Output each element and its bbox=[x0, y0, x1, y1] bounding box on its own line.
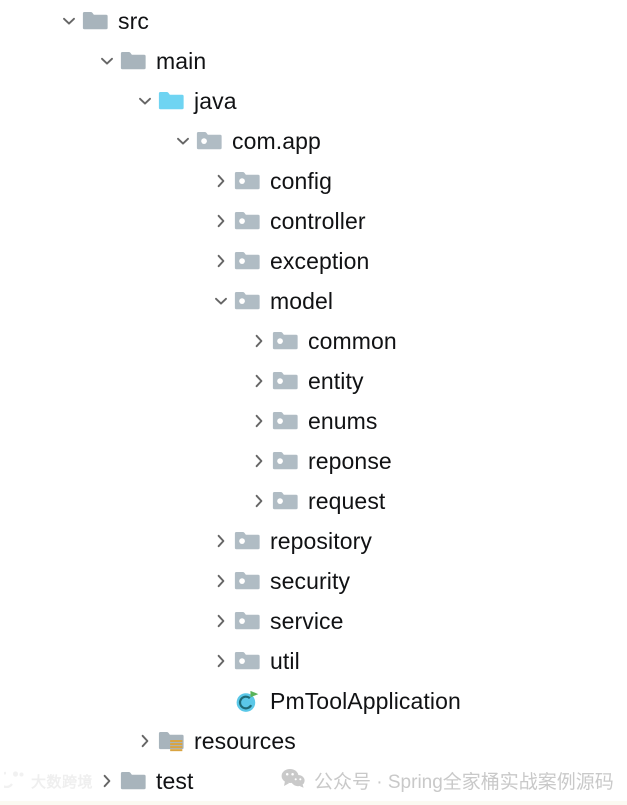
tree-row-src[interactable]: src bbox=[0, 1, 149, 41]
tree-row-label: PmToolApplication bbox=[270, 687, 461, 714]
tree-row-exception[interactable]: exception bbox=[0, 241, 369, 281]
chevron-right-icon[interactable] bbox=[208, 648, 234, 674]
tree-row-repository[interactable]: repository bbox=[0, 521, 372, 561]
tree-row-label: src bbox=[118, 7, 149, 34]
chevron-right-icon[interactable] bbox=[246, 328, 272, 354]
chevron-right-icon[interactable] bbox=[246, 448, 272, 474]
source-root-folder-icon bbox=[158, 88, 186, 114]
chevron-right-icon[interactable] bbox=[132, 728, 158, 754]
tree-row-label: reponse bbox=[308, 447, 392, 474]
tree-row-request[interactable]: request bbox=[0, 481, 385, 521]
chevron-down-icon[interactable] bbox=[94, 48, 120, 74]
tree-row-enums[interactable]: enums bbox=[0, 401, 378, 441]
resources-folder-icon bbox=[158, 728, 186, 754]
tree-row-label: com.app bbox=[232, 127, 321, 154]
tree-row-model[interactable]: model bbox=[0, 281, 333, 321]
chevron-right-icon[interactable] bbox=[246, 368, 272, 394]
tree-row-com-app[interactable]: com.app bbox=[0, 121, 321, 161]
tree-row-entity[interactable]: entity bbox=[0, 361, 364, 401]
tree-row-service[interactable]: service bbox=[0, 601, 344, 641]
tree-row-label: request bbox=[308, 487, 386, 514]
folder-icon bbox=[120, 768, 148, 794]
tree-row-label: entity bbox=[308, 367, 364, 394]
package-folder-icon bbox=[234, 568, 262, 594]
tree-row-pmtoolapplication[interactable]: PmToolApplication bbox=[0, 681, 461, 721]
chevron-right-icon[interactable] bbox=[246, 488, 272, 514]
package-folder-icon bbox=[234, 208, 262, 234]
package-folder-icon bbox=[234, 288, 262, 314]
chevron-down-icon[interactable] bbox=[208, 288, 234, 314]
folder-icon bbox=[120, 48, 148, 74]
chevron-right-icon[interactable] bbox=[208, 208, 234, 234]
chevron-right-icon[interactable] bbox=[94, 768, 120, 794]
tree-row-util[interactable]: util bbox=[0, 641, 300, 681]
tree-row-label: main bbox=[156, 47, 207, 74]
package-folder-icon bbox=[196, 128, 224, 154]
folder-icon bbox=[82, 8, 110, 34]
package-folder-icon bbox=[272, 448, 300, 474]
package-folder-icon bbox=[234, 608, 262, 634]
tree-row-test[interactable]: test bbox=[0, 761, 193, 801]
tree-row-label: util bbox=[270, 647, 300, 674]
tree-row-label: model bbox=[270, 287, 334, 314]
tree-row-config[interactable]: config bbox=[0, 161, 332, 201]
tree-row-label: controller bbox=[270, 207, 366, 234]
tree-row-resources[interactable]: resources bbox=[0, 721, 296, 761]
package-folder-icon bbox=[272, 368, 300, 394]
chevron-down-icon[interactable] bbox=[132, 88, 158, 114]
twisty-spacer bbox=[208, 688, 234, 714]
chevron-right-icon[interactable] bbox=[208, 168, 234, 194]
package-folder-icon bbox=[272, 488, 300, 514]
tree-row-reponse[interactable]: reponse bbox=[0, 441, 392, 481]
tree-row-label: exception bbox=[270, 247, 370, 274]
chevron-right-icon[interactable] bbox=[208, 608, 234, 634]
tree-row-java[interactable]: java bbox=[0, 81, 237, 121]
tree-row-label: java bbox=[194, 87, 237, 114]
package-folder-icon bbox=[234, 168, 262, 194]
tree-row-label: test bbox=[156, 767, 194, 794]
package-folder-icon bbox=[272, 328, 300, 354]
chevron-right-icon[interactable] bbox=[208, 528, 234, 554]
tree-row-label: common bbox=[308, 327, 397, 354]
chevron-right-icon[interactable] bbox=[208, 568, 234, 594]
chevron-down-icon[interactable] bbox=[56, 8, 82, 34]
chevron-down-icon[interactable] bbox=[170, 128, 196, 154]
chevron-right-icon[interactable] bbox=[246, 408, 272, 434]
tree-row-label: security bbox=[270, 567, 351, 594]
tree-row-controller[interactable]: controller bbox=[0, 201, 366, 241]
tree-row-common[interactable]: common bbox=[0, 321, 397, 361]
bottom-edge-strip bbox=[0, 801, 627, 805]
package-folder-icon bbox=[234, 528, 262, 554]
runnable-class-icon bbox=[234, 688, 262, 714]
package-folder-icon bbox=[272, 408, 300, 434]
tree-row-main[interactable]: main bbox=[0, 41, 206, 81]
chevron-right-icon[interactable] bbox=[208, 248, 234, 274]
tree-row-label: config bbox=[270, 167, 332, 194]
tree-row-label: service bbox=[270, 607, 344, 634]
tree-row-security[interactable]: security bbox=[0, 561, 350, 601]
package-folder-icon bbox=[234, 648, 262, 674]
tree-row-label: repository bbox=[270, 527, 372, 554]
tree-row-label: resources bbox=[194, 727, 296, 754]
package-folder-icon bbox=[234, 248, 262, 274]
tree-row-label: enums bbox=[308, 407, 378, 434]
